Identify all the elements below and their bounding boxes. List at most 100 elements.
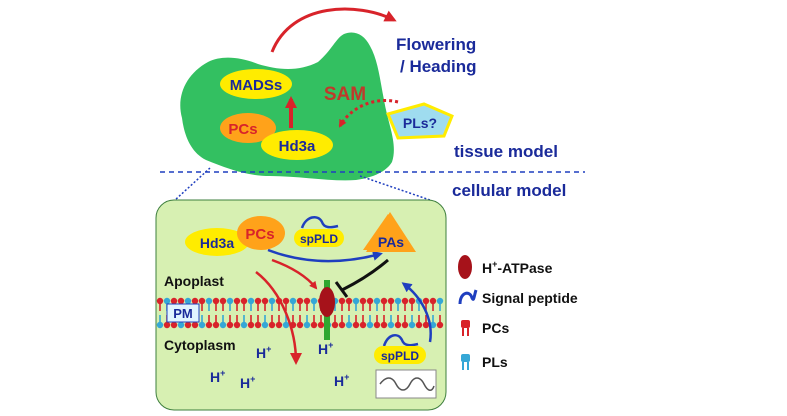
lipid-head xyxy=(170,297,178,305)
lipid-head xyxy=(254,297,262,305)
lipid-head xyxy=(310,321,318,329)
lipid-head xyxy=(191,297,199,305)
lipid-head xyxy=(226,297,234,305)
lipid-head xyxy=(205,297,213,305)
lipid-head xyxy=(366,321,374,329)
lipid-head xyxy=(310,297,318,305)
lipid-head xyxy=(387,297,395,305)
legend-pls-label: PLs xyxy=(482,354,508,370)
lipid-head xyxy=(198,321,206,329)
lipid-head xyxy=(198,297,206,305)
lipid-head xyxy=(408,297,416,305)
lipid-head xyxy=(268,321,276,329)
lipid-head xyxy=(212,321,220,329)
cell-hd3a-node xyxy=(185,228,249,256)
lipid-head xyxy=(247,321,255,329)
lipid-head xyxy=(415,321,423,329)
signal-peptide-top xyxy=(300,215,339,229)
proton-1: H+ xyxy=(256,344,271,361)
lipid-head xyxy=(282,321,290,329)
cytoplasm-label: Cytoplasm xyxy=(164,337,236,353)
lipid-head xyxy=(373,297,381,305)
lipid-head xyxy=(401,297,409,305)
lipid-head xyxy=(303,297,311,305)
pas-inhibition-line xyxy=(341,258,389,292)
pls-node xyxy=(385,102,454,140)
tissue-model: MADSs SAM PCs Hd3a PLs? Flowering / Head… xyxy=(180,7,558,181)
lipid-head xyxy=(247,297,255,305)
sppld-top-node xyxy=(294,229,344,247)
zoom-line-right xyxy=(359,175,431,201)
lipid-head xyxy=(261,321,269,329)
lipid-head xyxy=(219,321,227,329)
lipid-head xyxy=(422,297,430,305)
flowering-arrow xyxy=(270,7,397,53)
sppld-bottom-node xyxy=(374,346,426,364)
cell-pcs-label: PCs xyxy=(245,226,274,243)
legend-atpase-label: H+-ATPase xyxy=(482,259,553,276)
hd3a-flux-arrow xyxy=(255,271,302,365)
legend: H+-ATPase Signal peptide PCs PLs xyxy=(458,255,578,370)
atpase-pump xyxy=(319,287,335,317)
proton-5: H+ xyxy=(334,372,349,389)
mads-node xyxy=(220,69,292,99)
lipid-head xyxy=(282,297,290,305)
lipid-head xyxy=(191,321,199,329)
signal-peptide-bottom xyxy=(382,333,419,347)
lipid-head xyxy=(163,297,171,305)
legend-signal-peptide-label: Signal peptide xyxy=(482,290,578,306)
lipid-head xyxy=(296,297,304,305)
pcs-to-atpase-arrow xyxy=(271,258,318,290)
pcs-label: PCs xyxy=(228,121,257,138)
apoplast-label: Apoplast xyxy=(164,273,224,289)
lipid-head xyxy=(338,321,346,329)
lipid-head xyxy=(352,297,360,305)
lipid-head xyxy=(366,297,374,305)
lipid-head xyxy=(408,321,416,329)
lipid-head xyxy=(331,321,339,329)
cellular-model-label: cellular model xyxy=(452,181,566,200)
lipid-head xyxy=(345,297,353,305)
lipid-head xyxy=(359,297,367,305)
lipid-head xyxy=(177,321,185,329)
lipid-head xyxy=(184,321,192,329)
pas-inhibition-bar xyxy=(334,281,349,298)
sppld-bottom-label: spPLD xyxy=(381,349,419,363)
pcs-to-pas-arrow xyxy=(267,248,383,263)
proton-4: H+ xyxy=(240,374,255,391)
proton-group: H+ H+ H+ H+ H+ xyxy=(210,340,349,391)
legend-atpase-icon xyxy=(458,255,472,279)
transcript-box xyxy=(375,369,437,399)
lipid-head xyxy=(156,321,164,329)
tissue-model-label: tissue model xyxy=(454,142,558,161)
lipid-head xyxy=(177,297,185,305)
lipid-head xyxy=(352,321,360,329)
lipid-head xyxy=(156,297,164,305)
mads-label: MADSs xyxy=(230,77,283,94)
lipid-head xyxy=(240,321,248,329)
lipid-head xyxy=(240,297,248,305)
lipid-head xyxy=(226,321,234,329)
lipid-head xyxy=(394,297,402,305)
zoom-line-left xyxy=(174,167,211,201)
lipid-head xyxy=(373,321,381,329)
lipid-head xyxy=(275,321,283,329)
lipid-head xyxy=(394,321,402,329)
lipid-head xyxy=(184,297,192,305)
pas-triangle xyxy=(366,212,416,252)
lipid-head xyxy=(205,321,213,329)
transcript-wave xyxy=(379,377,435,391)
lipid-head xyxy=(233,321,241,329)
lipid-head xyxy=(268,297,276,305)
lipid-head xyxy=(436,297,444,305)
legend-pls-icon xyxy=(461,354,470,370)
lipid-head xyxy=(219,297,227,305)
cell-hd3a-label: Hd3a xyxy=(200,235,234,251)
lipid-head xyxy=(170,321,178,329)
lipid-head xyxy=(212,297,220,305)
hd3a-node xyxy=(261,130,333,160)
pcs-node xyxy=(220,113,276,143)
lipid-head xyxy=(401,321,409,329)
flowering-label: Flowering xyxy=(396,35,476,54)
